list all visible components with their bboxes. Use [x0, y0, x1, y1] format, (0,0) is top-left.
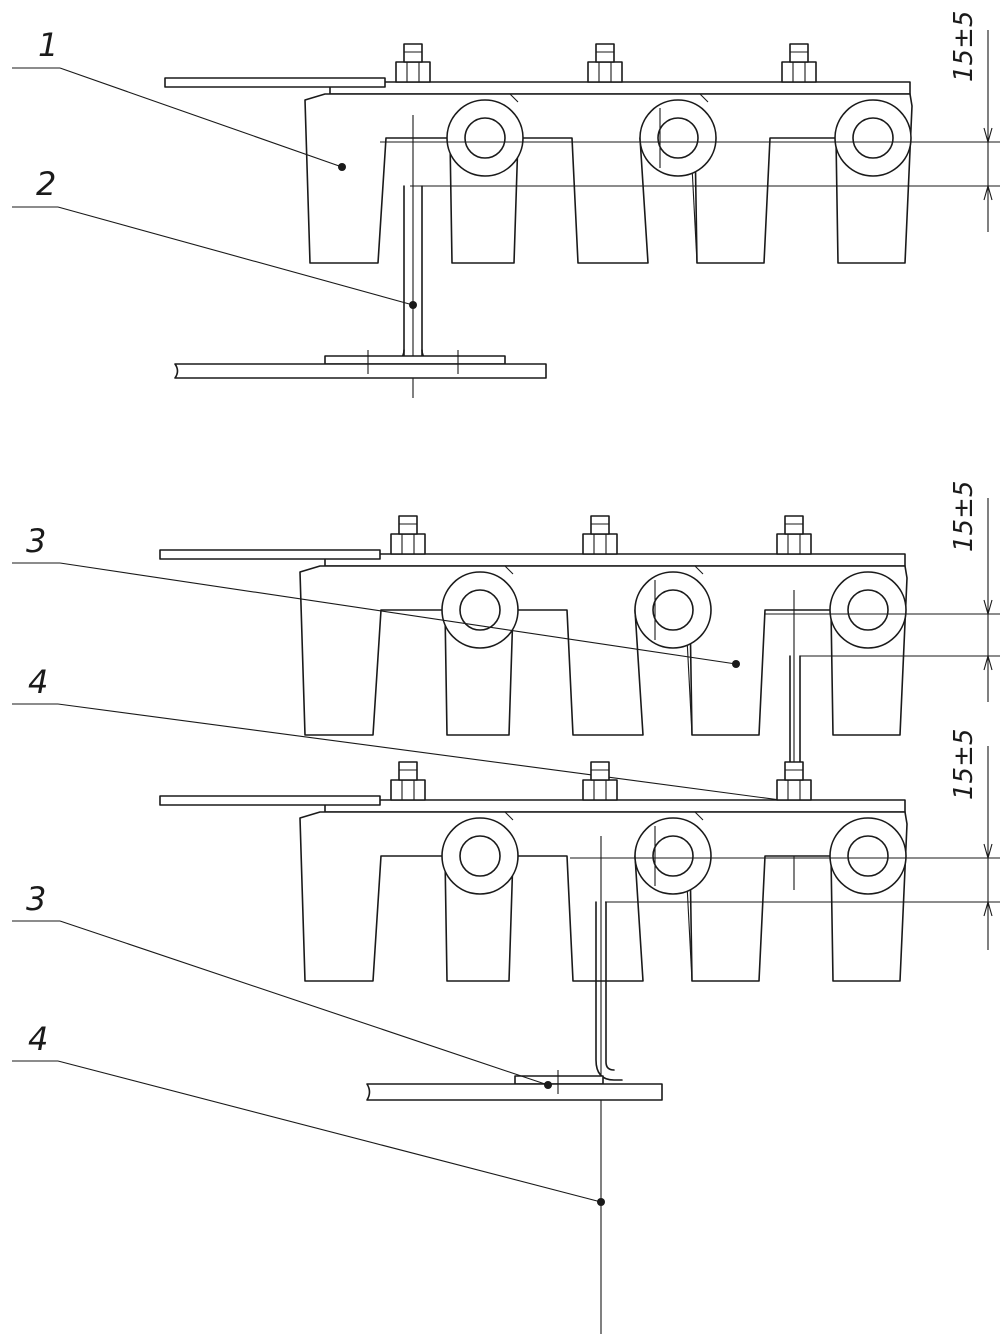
dimension-label: 15±5 [949, 11, 979, 82]
dimension-label: 15±5 [949, 481, 979, 552]
view-1: 1 2 15±5 [12, 11, 1000, 398]
callout-1: 1 [38, 26, 58, 64]
callout-4: 4 [28, 663, 48, 701]
dimension-label: 15±5 [949, 729, 979, 800]
callout-3: 3 [26, 522, 46, 560]
callout-2: 2 [36, 165, 56, 203]
callout-4: 4 [28, 1020, 48, 1058]
view-3: 3 4 15±5 [12, 729, 1000, 1334]
callout-3: 3 [26, 880, 46, 918]
